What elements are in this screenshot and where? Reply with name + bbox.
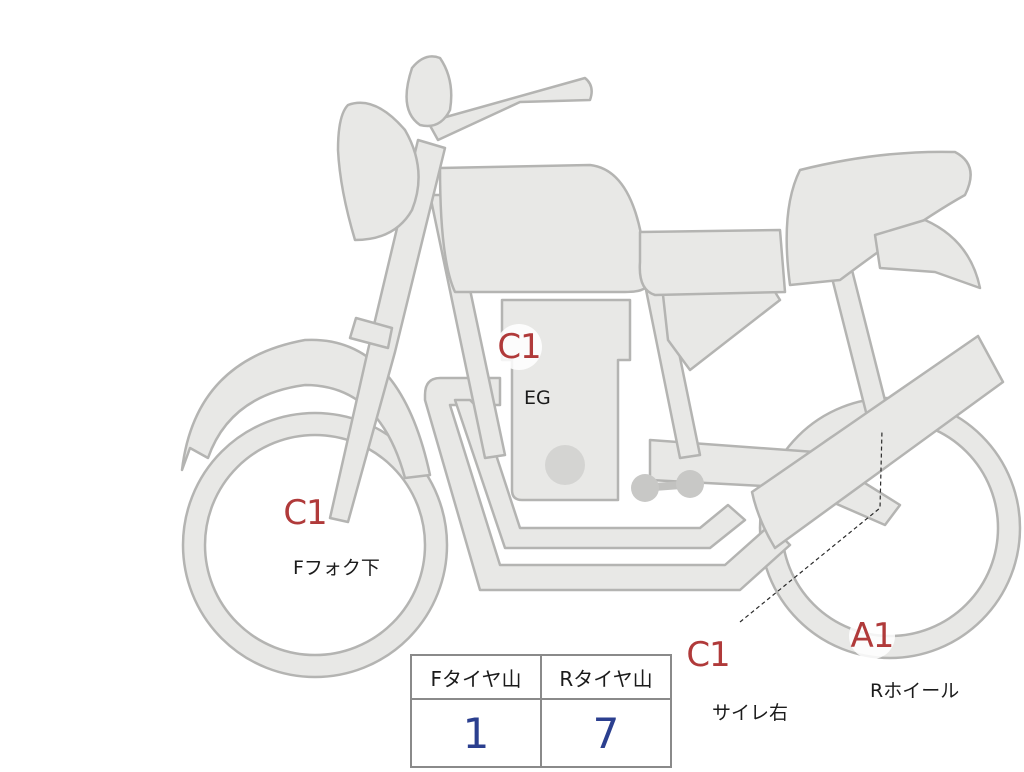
rear-wheel-grade: A1 [850,616,895,656]
headlight [336,101,420,242]
fork-grade: C1 [283,493,327,533]
engine-grade-badge: C1 [496,324,542,370]
front-tread-value: 1 [410,698,542,768]
footpeg [631,470,704,502]
engine-label: EG [524,387,551,409]
engine-grade: C1 [497,327,541,367]
fork-boot [348,316,394,350]
rear-cowl [785,150,972,287]
exhaust-pipe-inner [453,398,747,550]
front-tread-header: Fタイヤ山 [410,654,542,700]
rear-tread-value: 7 [540,698,672,768]
muffler-grade: C1 [686,635,730,675]
seat [638,228,787,297]
muffler [750,334,1005,550]
rear-wheel-grade-badge: A1 [849,613,895,659]
fork-label: Fフォク下 [293,557,380,579]
rear-subframe [828,268,892,422]
tread-header-row: Fタイヤ山 Rタイヤ山 [410,654,672,700]
engine-cover [545,445,585,485]
muffler-grade-badge: C1 [685,632,731,678]
fuel-tank [438,163,647,294]
handlebar [426,76,593,142]
mirror [405,55,453,128]
rear-wheel-label: Rホイール [870,680,960,702]
tail-fin [873,218,982,290]
muffler-label: サイレ右 [712,702,789,724]
front-wheel-graphic [181,411,449,679]
rear-tread-header: Rタイヤ山 [540,654,672,700]
muffler-leader-line [739,429,883,623]
tread-value-row: 1 7 [410,698,672,768]
fork-grade-badge: C1 [282,490,328,536]
tire-tread-table: Fタイヤ山 Rタイヤ山 1 7 [410,654,672,768]
